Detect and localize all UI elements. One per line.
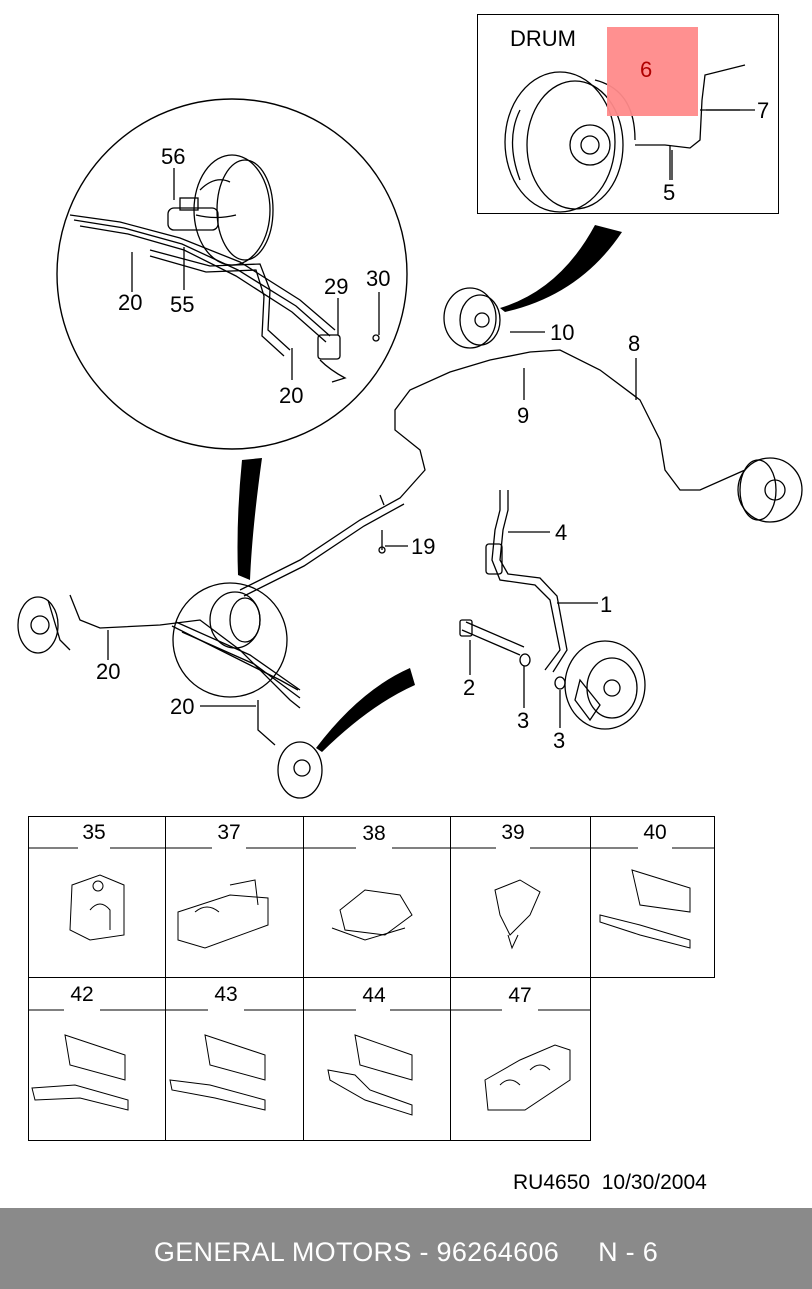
callout-5: 5	[663, 180, 676, 205]
callout-56: 56	[161, 144, 186, 169]
callout-4: 4	[555, 520, 568, 545]
clip-number-35: 35	[82, 821, 106, 844]
clip-number-37: 37	[217, 821, 241, 844]
pointer-wedge-upper	[500, 225, 622, 312]
document-code: RU4650	[513, 1171, 591, 1194]
inset-title: DRUM	[510, 26, 576, 51]
callout-8: 8	[628, 331, 641, 356]
clip-number-40: 40	[643, 821, 667, 844]
callout-1: 1	[600, 592, 613, 617]
clip-number-43: 43	[214, 983, 238, 1006]
drum-inset-frame	[477, 14, 779, 214]
pointer-wedge-lower	[316, 668, 415, 752]
brake-system-diagram	[17, 64, 803, 799]
callout-2: 2	[463, 675, 476, 700]
clip-number-42: 42	[70, 983, 94, 1006]
clip-cell-47[interactable]	[450, 977, 591, 1141]
pointer-wedge-left	[237, 458, 262, 580]
document-date: 10/30/2004	[601, 1171, 707, 1194]
clip-number-39: 39	[501, 821, 525, 844]
callout-20-bottom: 20	[170, 694, 195, 719]
callout-20-left-wheel: 20	[96, 659, 121, 684]
document-reference: RU4650 10/30/2004	[513, 1171, 707, 1195]
callout-3-left: 3	[517, 708, 530, 733]
callout-30: 30	[366, 266, 391, 291]
footer-text: GENERAL MOTORS - 96264606 N - 6	[153, 1237, 659, 1267]
clip-number-38: 38	[362, 822, 386, 845]
callout-19: 19	[411, 534, 436, 559]
callout-55: 55	[170, 292, 195, 317]
callout-20-circle-left: 20	[118, 290, 143, 315]
callout-7: 7	[757, 98, 770, 123]
highlighted-part-region[interactable]	[607, 27, 698, 116]
clip-grid-dividers	[28, 847, 715, 1116]
callout-9: 9	[517, 403, 530, 428]
highlighted-part-number: 6	[640, 57, 653, 82]
clip-number-47: 47	[508, 984, 532, 1007]
callout-20-circle-bottom: 20	[279, 383, 304, 408]
main-pipe-layout	[17, 287, 803, 799]
drum-inset-art	[504, 64, 746, 213]
clip-cell-40[interactable]	[590, 816, 715, 978]
magnified-circle-detail	[56, 98, 408, 450]
clip-number-44: 44	[362, 984, 386, 1007]
footer-bar	[0, 1208, 812, 1289]
callout-29: 29	[324, 274, 349, 299]
callout-10: 10	[550, 320, 575, 345]
callout-3-right: 3	[553, 728, 566, 753]
